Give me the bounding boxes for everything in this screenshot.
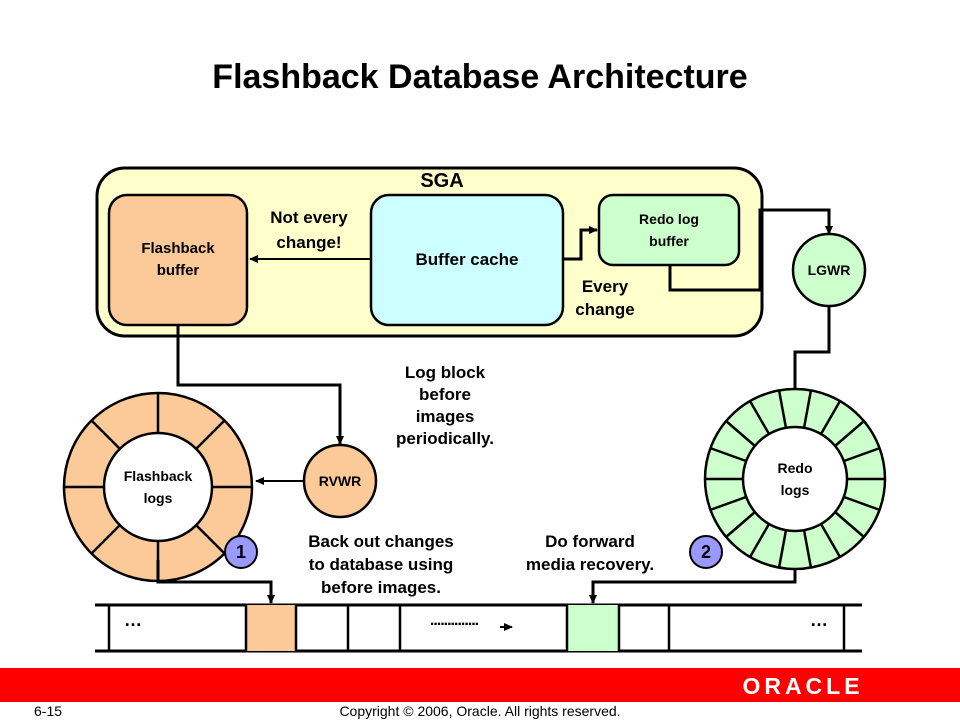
page-number: 6-15 — [34, 703, 63, 719]
arrow-flashback-to-rvwr — [176, 325, 344, 445]
footer-bar — [0, 668, 960, 702]
arrow-lgwr-to-redo-logs — [791, 306, 831, 398]
redo-logs-label: Redo logs — [777, 460, 813, 498]
arrow-buffer-to-redo — [563, 226, 598, 261]
flashback-buffer-label: Flashback buffer — [141, 240, 215, 279]
timeline-redo-block — [567, 605, 619, 651]
arrow-flashback-logs-to-timeline — [156, 560, 275, 604]
timeline-flashback-block — [246, 605, 296, 651]
arrow-redo-to-lgwr — [668, 208, 833, 292]
redo-log-buffer-label: Redo log buffer — [639, 211, 699, 249]
step-2-circle — [689, 535, 723, 569]
oracle-logo: ORACLE — [742, 673, 864, 699]
not-every-change-label: Not every change! — [270, 208, 348, 252]
timeline-left-dots: … — [124, 610, 142, 630]
page-title: Flashback Database Architecture — [212, 58, 748, 96]
step-1-circle — [224, 535, 258, 569]
arrow-redo-logs-to-timeline — [589, 569, 797, 604]
lgwr-label: LGWR — [807, 262, 851, 278]
step-1-label: 1 — [235, 541, 246, 562]
sga-label: SGA — [420, 170, 464, 192]
log-block-label: Log block before images periodically. — [396, 363, 494, 448]
every-change-label: Every change — [575, 277, 635, 319]
timeline-right-dots: … — [810, 610, 828, 630]
step-2-label: 2 — [700, 541, 711, 562]
copyright-notice: Copyright © 2006, Oracle. All rights res… — [339, 703, 621, 719]
forward-recovery-label: Do forward media recovery. — [525, 532, 655, 574]
buffer-cache-label: Buffer cache — [415, 250, 519, 269]
timeline-mid-dots: .............. — [429, 612, 479, 629]
rvwr-label: RVWR — [318, 473, 362, 489]
back-out-label: Back out changes to database using befor… — [308, 532, 454, 597]
flashback-logs-label: Flashback logs — [123, 468, 193, 506]
